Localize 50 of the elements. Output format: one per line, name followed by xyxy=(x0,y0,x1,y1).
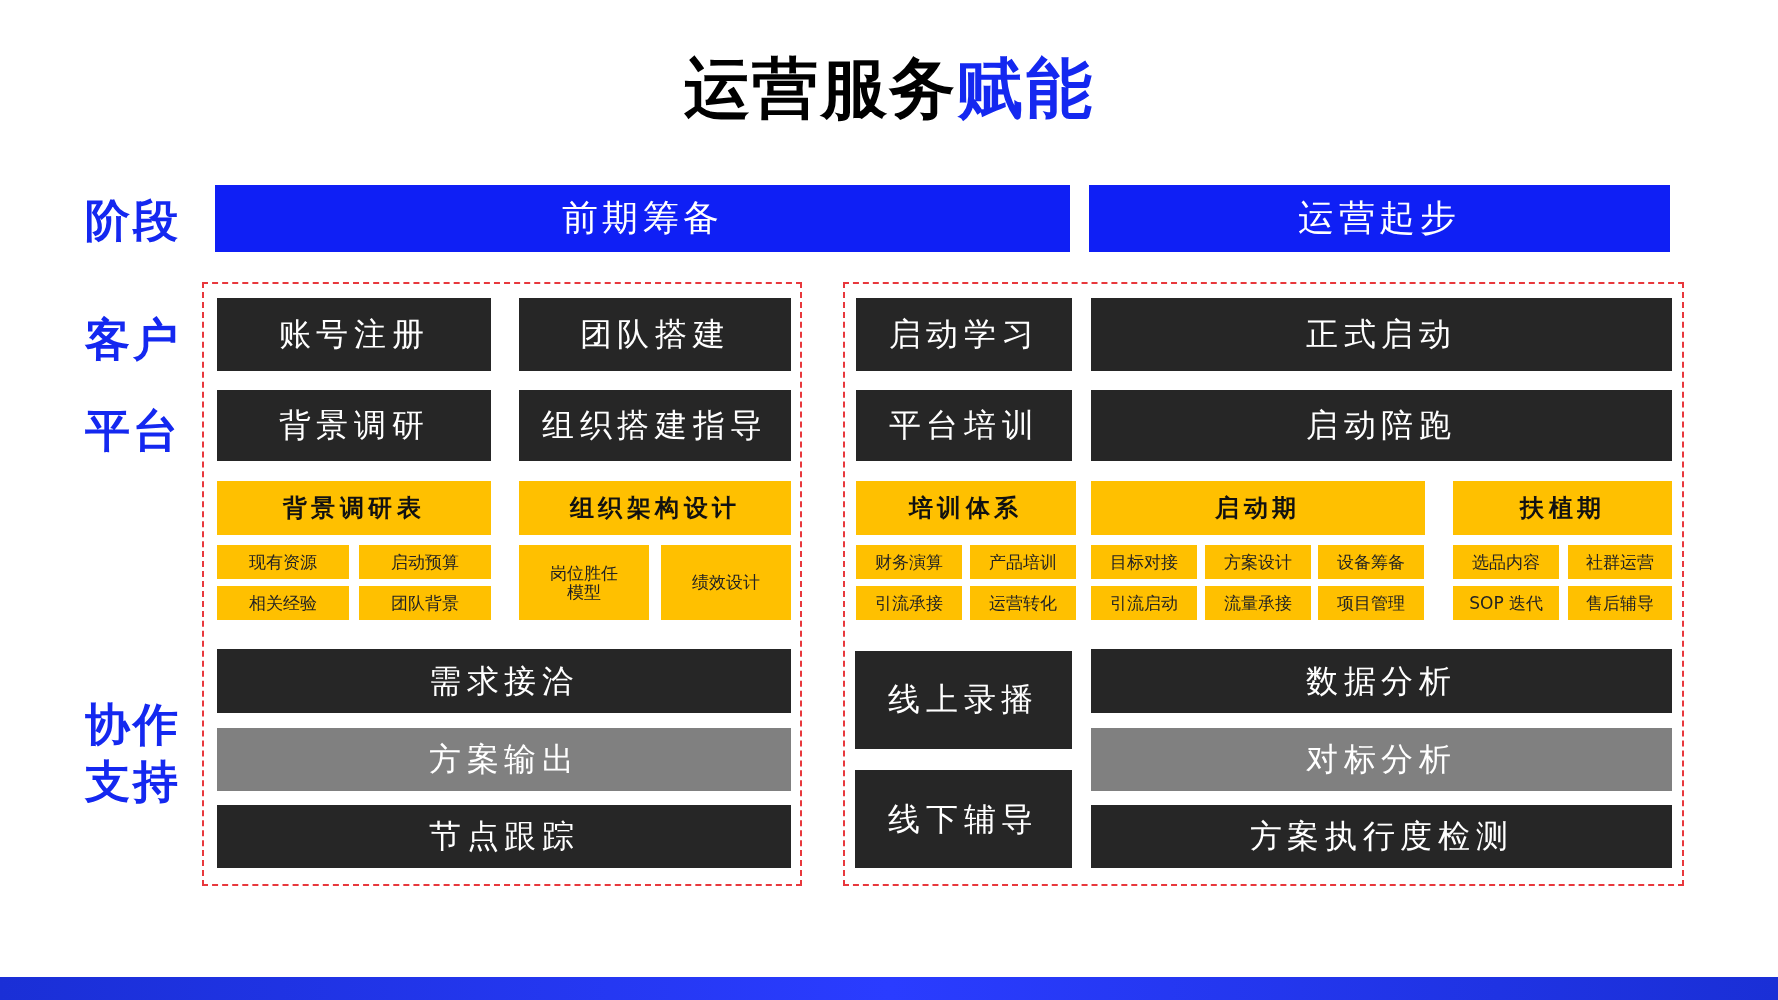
subtask-cell: 目标对接 xyxy=(1090,545,1198,580)
category-header: 启动期 xyxy=(1090,480,1426,535)
task-box: 方案输出 xyxy=(217,727,792,792)
task-box: 启动陪跑 xyxy=(1090,389,1673,462)
subtask-cell: 流量承接 xyxy=(1205,585,1311,620)
task-box: 正式启动 xyxy=(1090,297,1673,371)
task-box: 团队搭建 xyxy=(519,297,792,371)
subtask-cell: 绩效设计 xyxy=(660,545,792,620)
subtask-cell: SOP 迭代 xyxy=(1453,585,1559,620)
group-frame xyxy=(842,282,1684,886)
subtask-cell: 引流启动 xyxy=(1090,585,1198,620)
subtask-cell: 相关经验 xyxy=(217,585,349,620)
row-label: 阶段 xyxy=(83,192,183,249)
task-box: 背景调研 xyxy=(217,389,491,462)
subtask-cell: 岗位胜任模型 xyxy=(519,545,650,620)
title: 运营服务赋能 xyxy=(683,49,1095,130)
task-box: 线上录播 xyxy=(854,650,1073,750)
group-frame xyxy=(201,282,802,886)
task-box: 组织搭建指导 xyxy=(519,389,792,462)
row-label: 客户 xyxy=(83,311,183,368)
subtask-cell: 方案设计 xyxy=(1205,545,1311,580)
subtask-cell: 项目管理 xyxy=(1318,585,1424,620)
category-header: 培训体系 xyxy=(855,480,1076,535)
subtask-cell: 设备筹备 xyxy=(1318,545,1424,580)
subtask-cell: 团队背景 xyxy=(359,585,491,620)
subtask-cell: 启动预算 xyxy=(359,545,491,580)
row-label: 协作支持 xyxy=(83,697,183,811)
task-box: 方案执行度检测 xyxy=(1090,804,1673,869)
category-header: 组织架构设计 xyxy=(519,480,792,535)
task-box: 启动学习 xyxy=(855,297,1073,371)
task-box: 节点跟踪 xyxy=(217,804,792,869)
subtask-cell: 运营转化 xyxy=(970,585,1076,620)
row-label: 平台 xyxy=(83,402,183,459)
stage-bar: 运营起步 xyxy=(1088,184,1671,252)
stage-bar: 前期筹备 xyxy=(215,184,1071,252)
task-box: 线下辅导 xyxy=(854,769,1073,869)
subtask-cell: 产品培训 xyxy=(970,545,1076,580)
subtask-cell: 社群运营 xyxy=(1567,545,1673,580)
task-box: 账号注册 xyxy=(217,297,491,371)
subtask-cell: 财务演算 xyxy=(855,545,963,580)
task-box: 平台培训 xyxy=(855,389,1073,462)
task-box: 需求接洽 xyxy=(217,649,792,713)
subtask-cell: 现有资源 xyxy=(217,545,349,580)
task-box: 对标分析 xyxy=(1090,727,1673,792)
category-header: 扶植期 xyxy=(1453,480,1673,535)
category-header: 背景调研表 xyxy=(217,480,491,535)
subtask-cell: 引流承接 xyxy=(855,585,963,620)
subtask-cell: 选品内容 xyxy=(1453,545,1559,580)
task-box: 数据分析 xyxy=(1090,649,1673,713)
subtask-cell: 售后辅导 xyxy=(1567,585,1673,620)
